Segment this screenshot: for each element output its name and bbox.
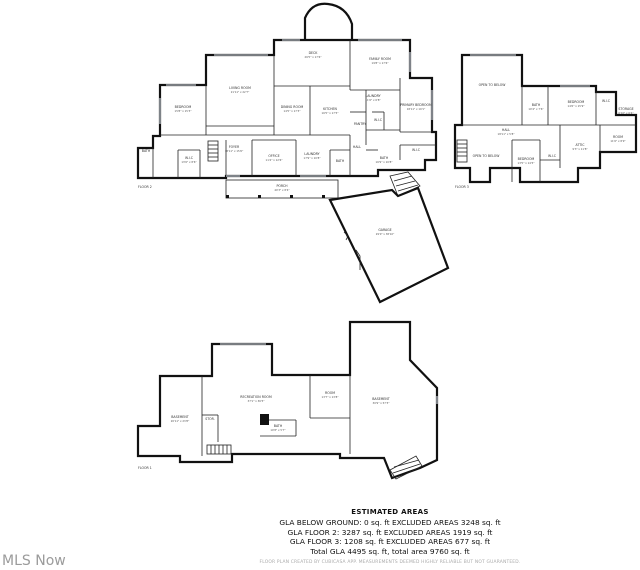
room-label-deck: DECK	[309, 51, 319, 55]
estimated-areas-block: ESTIMATED AREAS GLA BELOW GROUND: 0 sq. …	[240, 508, 540, 556]
room-label-upper-bedroom-2: BEDROOM	[518, 157, 535, 161]
area-line-total: Total GLA 4495 sq. ft, total area 9760 s…	[310, 546, 470, 556]
room-dim-recreation-room: 37'1" x 36'5"	[248, 399, 265, 403]
room-label-office: OFFICE	[268, 154, 279, 158]
room-label-upper-bedroom-1: BEDROOM	[568, 100, 585, 104]
room-label-bedroom: BEDROOM	[175, 105, 192, 109]
room-dim-deck: 26'5" x 17'6"	[305, 55, 322, 59]
floor-3-tag: FLOOR 3	[455, 185, 469, 189]
room-dim-laundry-upper: 11'6" x 6'8"	[365, 98, 380, 102]
room-label-porch: PORCH	[276, 184, 288, 188]
room-dim-laundry-lower: 17'9" x 10'8"	[304, 156, 321, 160]
disclaimer-note: FLOOR PLAN CREATED BY CUBICASA APP. MEAS…	[259, 560, 521, 565]
estimated-areas-title: ESTIMATED AREAS	[351, 508, 429, 516]
room-label-laundry-lower: LAUNDRY	[304, 152, 319, 156]
room-label-lower-bath: BATH	[274, 424, 283, 428]
room-dim-upper-bath: 10'4" x 7'6"	[528, 107, 543, 111]
room-dim-bedroom: 15'8" x 15'3"	[175, 109, 192, 113]
room-label-garage: GARAGE	[378, 228, 391, 232]
room-label-attic: ATTIC	[576, 143, 586, 147]
room-label-lower-room: ROOM	[325, 391, 335, 395]
floor-3-plan: OPEN TO BELOW BATH 10'4" x 7'6" BEDROOM …	[453, 53, 638, 189]
room-label-family-room: FAMILY ROOM	[369, 57, 391, 61]
area-line-floor-2: GLA FLOOR 2: 3287 sq. ft EXCLUDED AREAS …	[287, 527, 493, 537]
floor-3-interior-walls	[462, 86, 636, 182]
room-dim-wic-2: 13'6" x 8'6"	[181, 160, 196, 164]
room-dim-bath-2: 16'9" x 10'8"	[376, 160, 393, 164]
mls-now-watermark: MLS Now	[2, 553, 66, 569]
floor-2-tag: FLOOR 2	[138, 185, 152, 189]
room-dim-upper-room: 11'6" x 8'9"	[610, 139, 625, 143]
room-label-laundry-upper: LAUNDRY	[365, 94, 380, 98]
room-label-wic-2: W.I.C	[185, 156, 194, 160]
floor-3-stairs	[456, 139, 468, 163]
garage-outline	[328, 186, 450, 304]
room-label-upper-hall: HALL	[502, 128, 510, 132]
floor-1-windows	[220, 343, 438, 404]
floor-1-tag: FLOOR 1	[138, 466, 152, 470]
room-dim-family-room: 19'8" x 17'6"	[372, 61, 389, 65]
floor-1-stairs-left	[206, 444, 232, 455]
room-label-storage: STORAGE	[618, 107, 633, 111]
floor-3-windows	[470, 54, 590, 87]
room-dim-primary-bedroom: 18'11" x 19'1"	[407, 107, 426, 111]
room-dim-storage: 6'10" x 6'4"	[618, 111, 633, 115]
room-label-wic-1: W.I.C	[374, 118, 383, 122]
room-dim-garage: 29'0" x 38'10"	[376, 232, 395, 236]
room-label-bath-2: BATH	[380, 156, 389, 160]
room-label-upper-bath: BATH	[532, 103, 541, 107]
room-label-wic-3: W.I.C	[412, 148, 421, 152]
room-dim-office: 11'4" x 12'6"	[266, 158, 283, 162]
floor-1-stairs-right	[389, 455, 423, 480]
room-label-upper-room: ROOM	[613, 135, 623, 139]
room-dim-porch: 40'3" x 8'4"	[274, 188, 289, 192]
floor-2-plan: DECK 26'5" x 17'6" LIVING ROOM 21'11" x …	[136, 2, 450, 304]
room-label-upper-wic-2: W.I.C	[548, 154, 557, 158]
room-label-pantry: PANTRY	[354, 122, 366, 126]
room-dim-basement-east: 30'9" x 57'3"	[373, 401, 390, 405]
floor-1-interior-walls	[201, 375, 351, 456]
floor-1-outline	[136, 320, 439, 480]
room-label-primary-bedroom: PRIMARY BEDROOM	[400, 103, 432, 107]
room-label-open-to-below-2: OPEN TO BELOW	[473, 154, 501, 158]
room-label-bath-1: BATH	[142, 149, 151, 153]
porch	[225, 179, 339, 199]
floor-2-interior-walls	[152, 40, 436, 178]
floor-2-windows	[159, 39, 433, 177]
room-label-upper-wic-1: W.I.C	[602, 99, 611, 103]
room-dim-lower-room: 13'7" x 13'8"	[322, 395, 339, 399]
room-label-storage-lower: STOR.	[205, 417, 215, 421]
room-dim-attic: 9'3" x 11'8"	[572, 147, 587, 151]
garage-door-marks	[343, 231, 361, 270]
room-label-foyer: FOYER	[229, 145, 240, 149]
room-label-recreation-room: RECREATION ROOM	[240, 395, 272, 399]
room-label-basement-west: BASEMENT	[171, 415, 189, 419]
floor-2-stairs	[207, 140, 219, 162]
room-dim-foyer: 18'11" x 15'6"	[225, 149, 244, 153]
room-label-basement-east: BASEMENT	[372, 397, 390, 401]
garage-stairs	[389, 171, 421, 197]
floor-2-outline	[136, 38, 438, 180]
room-label-open-to-below-1: OPEN TO BELOW	[479, 83, 507, 87]
room-label-bath-3: BATH	[336, 159, 345, 163]
room-dim-upper-bedroom-1: 14'6" x 15'9"	[568, 104, 585, 108]
room-dim-upper-hall: 18'11" x 5'8"	[498, 132, 515, 136]
room-label-dining-room: DINING ROOM	[281, 105, 304, 109]
room-dim-upper-bedroom-2: 13'5" x 14'5"	[518, 161, 535, 165]
floor-1-plan: BASEMENT 20'11" x 23'8" STOR. RECREATION…	[136, 320, 439, 480]
room-dim-lower-bath: 10'8" x 5'7"	[270, 428, 285, 432]
area-line-floor-3: GLA FLOOR 3: 1208 sq. ft EXCLUDED AREAS …	[289, 537, 491, 547]
room-dim-basement-west: 20'11" x 23'8"	[171, 419, 190, 423]
room-dim-kitchen: 16'5" x 17'5"	[322, 111, 339, 115]
room-label-hall: HALL	[353, 145, 361, 149]
room-label-living-room: LIVING ROOM	[229, 86, 251, 90]
room-label-kitchen: KITCHEN	[323, 107, 337, 111]
floor-3-outline	[453, 53, 638, 184]
area-line-below-ground: GLA BELOW GROUND: 0 sq. ft EXCLUDED AREA…	[279, 518, 501, 527]
deck-bay-wall	[303, 2, 354, 40]
room-dim-dining-room: 14'5" x 17'3"	[284, 109, 301, 113]
room-dim-living-room: 21'11" x 22'7"	[231, 90, 250, 94]
utility-block	[260, 414, 269, 425]
